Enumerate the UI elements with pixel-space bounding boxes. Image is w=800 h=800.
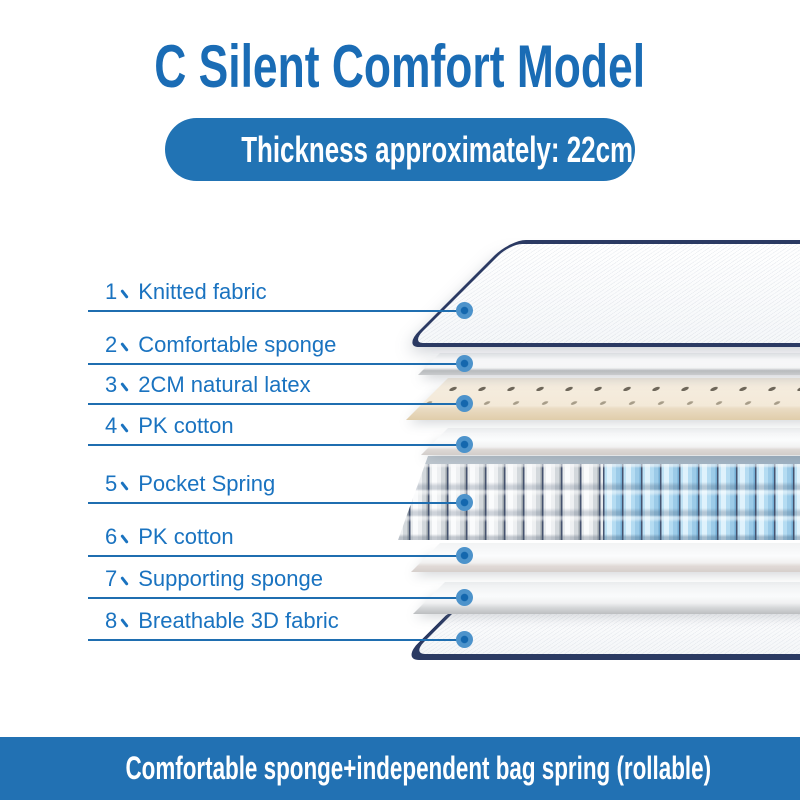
- layer-label-text: 7 Supporting sponge: [105, 566, 323, 592]
- layer-number: 4: [105, 413, 118, 438]
- layer-row-6: 6 PK cotton: [88, 519, 473, 564]
- layer-label-text: 1 Knitted fabric: [105, 279, 267, 305]
- layer-row-1: 1 Knitted fabric: [88, 274, 473, 319]
- layer-number: 5: [105, 471, 118, 496]
- ideographic-comma: [120, 382, 130, 392]
- footer-banner-text: Comfortable sponge+independent bag sprin…: [125, 750, 712, 786]
- footer-banner: Comfortable sponge+independent bag sprin…: [0, 737, 800, 800]
- layer-number: 8: [105, 608, 118, 633]
- layer-label: PK cotton: [138, 524, 234, 549]
- layer-label-text: 2 Comfortable sponge: [105, 332, 336, 358]
- layer-marker-dot: [456, 302, 473, 319]
- page-title: C Silent Comfort Model: [0, 36, 800, 98]
- pocket-spring-coils-blue: [603, 464, 800, 540]
- ideographic-comma: [120, 534, 130, 544]
- layer-label: Comfortable sponge: [138, 332, 337, 357]
- layer-number: 1: [105, 279, 118, 304]
- layer-label-text: 8 Breathable 3D fabric: [105, 608, 339, 634]
- layer-label: Knitted fabric: [138, 279, 267, 304]
- layer-label-text: 5 Pocket Spring: [105, 471, 275, 497]
- thickness-badge: Thickness approximately: 22cm: [165, 118, 635, 181]
- layer-marker-dot: [456, 547, 473, 564]
- layer-marker-dot: [456, 494, 473, 511]
- layer-label-text: 3 2CM natural latex: [105, 372, 311, 398]
- ideographic-comma: [120, 481, 130, 491]
- layer-label: Pocket Spring: [138, 471, 276, 496]
- layer-label: Supporting sponge: [138, 566, 323, 591]
- layer-row-3: 3 2CM natural latex: [88, 367, 473, 412]
- ideographic-comma: [120, 618, 130, 628]
- layer-number: 2: [105, 332, 118, 357]
- ideographic-comma: [120, 289, 130, 299]
- layer-row-4: 4 PK cotton: [88, 408, 473, 453]
- ideographic-comma: [120, 423, 130, 433]
- thickness-badge-text: Thickness approximately: 22cm: [241, 129, 634, 170]
- page-title-text: C Silent Comfort Model: [154, 33, 646, 100]
- layer-number: 6: [105, 524, 118, 549]
- layer-pk-cotton-upper: [421, 428, 800, 455]
- layer-number: 7: [105, 566, 118, 591]
- layer-row-5: 5 Pocket Spring: [88, 466, 473, 511]
- layer-marker-dot: [456, 355, 473, 372]
- layer-marker-dot: [456, 436, 473, 453]
- layer-label: 2CM natural latex: [138, 372, 311, 397]
- layer-label: Breathable 3D fabric: [138, 608, 339, 633]
- layer-row-8: 8 Breathable 3D fabric: [88, 603, 473, 648]
- ideographic-comma: [120, 576, 130, 586]
- layer-row-2: 2 Comfortable sponge: [88, 327, 473, 372]
- layer-row-7: 7 Supporting sponge: [88, 561, 473, 606]
- layer-marker-dot: [456, 631, 473, 648]
- layer-label-text: 4 PK cotton: [105, 413, 234, 439]
- layer-label-text: 6 PK cotton: [105, 524, 234, 550]
- layer-marker-dot: [456, 589, 473, 606]
- pocket-spring-top-edge: [398, 456, 800, 464]
- ideographic-comma: [120, 342, 130, 352]
- layer-marker-dot: [456, 395, 473, 412]
- layer-comfortable-sponge: [418, 353, 800, 375]
- layer-number: 3: [105, 372, 118, 397]
- layer-label: PK cotton: [138, 413, 234, 438]
